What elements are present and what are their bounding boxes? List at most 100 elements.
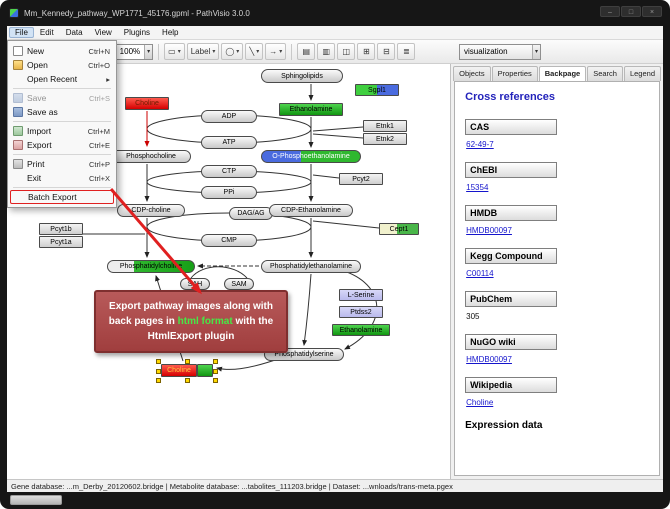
toolbar-align-left-button[interactable]: ◫ — [337, 43, 356, 60]
toolbar-shape-button[interactable]: ◯▾ — [221, 43, 244, 60]
node-dag-ag[interactable]: DAG/AG — [229, 207, 273, 220]
xref-id-wikipedia[interactable]: Choline — [466, 398, 494, 407]
toolbar-distribute-horizontal-button[interactable]: ⊞ — [357, 43, 376, 60]
window-controls: –□× — [599, 6, 662, 17]
pathway-canvas[interactable]: Export pathway images along with back pa… — [7, 64, 451, 479]
node-choline-top[interactable]: Choline — [125, 97, 169, 110]
pathway-edge[interactable] — [312, 126, 364, 132]
xref-id-chebi[interactable]: 15354 — [466, 183, 489, 192]
window-close-button[interactable]: × — [642, 6, 662, 17]
menubar-item-data[interactable]: Data — [65, 28, 83, 37]
window-minimize-button[interactable]: – — [600, 6, 620, 17]
tab-properties[interactable]: Properties — [491, 66, 538, 81]
node-phosphatidylethanolamine[interactable]: Phosphatidylethanolamine — [261, 260, 361, 273]
zoom-combo[interactable]: 100% ▾ — [114, 43, 154, 60]
node-cdp-choline[interactable]: CDP-choline — [117, 204, 185, 217]
node-sah[interactable]: SAH — [180, 278, 210, 290]
node-choline-selected[interactable]: Choline — [161, 364, 197, 377]
node-phosphatidylcholine[interactable]: Phosphatidylcholine — [107, 260, 195, 273]
menubar-item-plugins[interactable]: Plugins — [123, 28, 151, 37]
window-maximize-button[interactable]: □ — [621, 6, 641, 17]
tab-backpage[interactable]: Backpage — [538, 66, 587, 81]
selection-handle[interactable] — [184, 359, 190, 364]
node-adp[interactable]: ADP — [201, 110, 257, 123]
node-sam[interactable]: SAM — [224, 278, 254, 290]
pathway-edge[interactable] — [312, 220, 380, 229]
node-selected-green-box[interactable] — [197, 364, 213, 377]
node-ethanolamine-2[interactable]: Ethanolamine — [332, 324, 390, 336]
node-etnk2[interactable]: Etnk2 — [363, 133, 407, 145]
selection-handle[interactable] — [156, 368, 161, 374]
toolbar-connector-button[interactable]: →▾ — [265, 43, 287, 60]
selection-handle[interactable] — [213, 359, 218, 364]
node-sphingolipids[interactable]: Sphingolipids — [261, 69, 343, 83]
tab-legend[interactable]: Legend — [623, 66, 661, 81]
pathway-edge[interactable] — [312, 133, 364, 139]
xref-id-hmdb[interactable]: HMDB00097 — [466, 226, 512, 235]
node-etnk1[interactable]: Etnk1 — [363, 120, 407, 132]
selection-handle[interactable] — [213, 378, 218, 383]
frame-artifact — [10, 495, 62, 505]
toolbar-label-button[interactable]: Label▾ — [186, 43, 220, 60]
blank-icon — [13, 173, 23, 183]
xref-id-cas[interactable]: 62-49-7 — [466, 140, 494, 149]
pathway-edge[interactable] — [216, 357, 282, 372]
file-menu-item-batch-export[interactable]: Batch Export — [10, 190, 114, 204]
menu-item-shortcut: Ctrl+X — [88, 173, 110, 183]
tab-objects[interactable]: Objects — [453, 66, 491, 81]
node-ptdss2[interactable]: Ptdss2 — [339, 306, 383, 318]
pathway-edge[interactable] — [302, 273, 312, 346]
toolbar-distribute-vertical-button[interactable]: ⊟ — [377, 43, 396, 60]
dropdown-caret-icon: ▾ — [236, 49, 240, 55]
node-cept1[interactable]: Cept1 — [379, 223, 419, 235]
toolbar-line-button[interactable]: ╲▾ — [245, 43, 264, 60]
visualization-combo[interactable]: visualization ▾ — [459, 43, 541, 60]
toolbar-align-vertical-button[interactable]: ▥ — [317, 43, 336, 60]
node-sgpl1[interactable]: Sgpl1 — [355, 84, 399, 96]
file-menu-item-open-recent[interactable]: Open Recent▸ — [10, 72, 114, 86]
selection-handle[interactable] — [213, 368, 218, 374]
menubar-item-edit[interactable]: Edit — [39, 28, 54, 37]
xref-id-nugo-wiki[interactable]: HMDB00097 — [466, 355, 512, 364]
menubar-item-help[interactable]: Help — [162, 28, 179, 37]
toolbar-datanode-button[interactable]: ▭▾ — [164, 43, 185, 60]
node-pcyt1b[interactable]: Pcyt1b — [39, 223, 83, 235]
window-title: Mm_Kennedy_pathway_WP1771_45176.gpml - P… — [24, 9, 250, 18]
toolbar-align-horizontal-button[interactable]: ▤ — [297, 43, 316, 60]
tab-search[interactable]: Search — [587, 66, 623, 81]
export-icon — [13, 140, 23, 150]
node-o-phosphoethanolamine[interactable]: O-Phosphoethanolamine — [261, 150, 361, 163]
node-l-serine[interactable]: L-Serine — [339, 289, 383, 301]
node-ppi[interactable]: PPi — [201, 186, 257, 199]
node-ctp[interactable]: CTP — [201, 165, 257, 178]
zoom-caret-icon[interactable]: ▾ — [144, 44, 153, 59]
xref-id-kegg-compound[interactable]: C00114 — [466, 269, 494, 278]
selection-handle[interactable] — [156, 378, 161, 383]
stack-icon: ≣ — [402, 47, 410, 56]
saveas-icon — [13, 107, 23, 117]
visualization-caret-icon[interactable]: ▾ — [531, 44, 540, 59]
toolbar-stack-button[interactable]: ≣ — [397, 43, 416, 60]
selection-handle[interactable] — [184, 378, 190, 383]
node-ethanolamine-top[interactable]: Ethanolamine — [279, 103, 343, 116]
node-pcyt1a[interactable]: Pcyt1a — [39, 236, 83, 248]
node-atp[interactable]: ATP — [201, 136, 257, 149]
node-pcyt2[interactable]: Pcyt2 — [339, 173, 383, 185]
node-phosphocholine[interactable]: Phosphocholine — [111, 150, 191, 163]
pathway-edge[interactable] — [190, 266, 248, 279]
selection-handle[interactable] — [156, 359, 161, 364]
file-menu-item-save-as[interactable]: Save as — [10, 105, 114, 119]
node-cmp[interactable]: CMP — [201, 234, 257, 247]
menubar-item-view[interactable]: View — [94, 28, 112, 37]
menubar-item-file[interactable]: File — [9, 27, 34, 38]
node-cdp-ethanolamine[interactable]: CDP-Ethanolamine — [269, 204, 353, 217]
pathway-edge[interactable] — [312, 174, 340, 179]
